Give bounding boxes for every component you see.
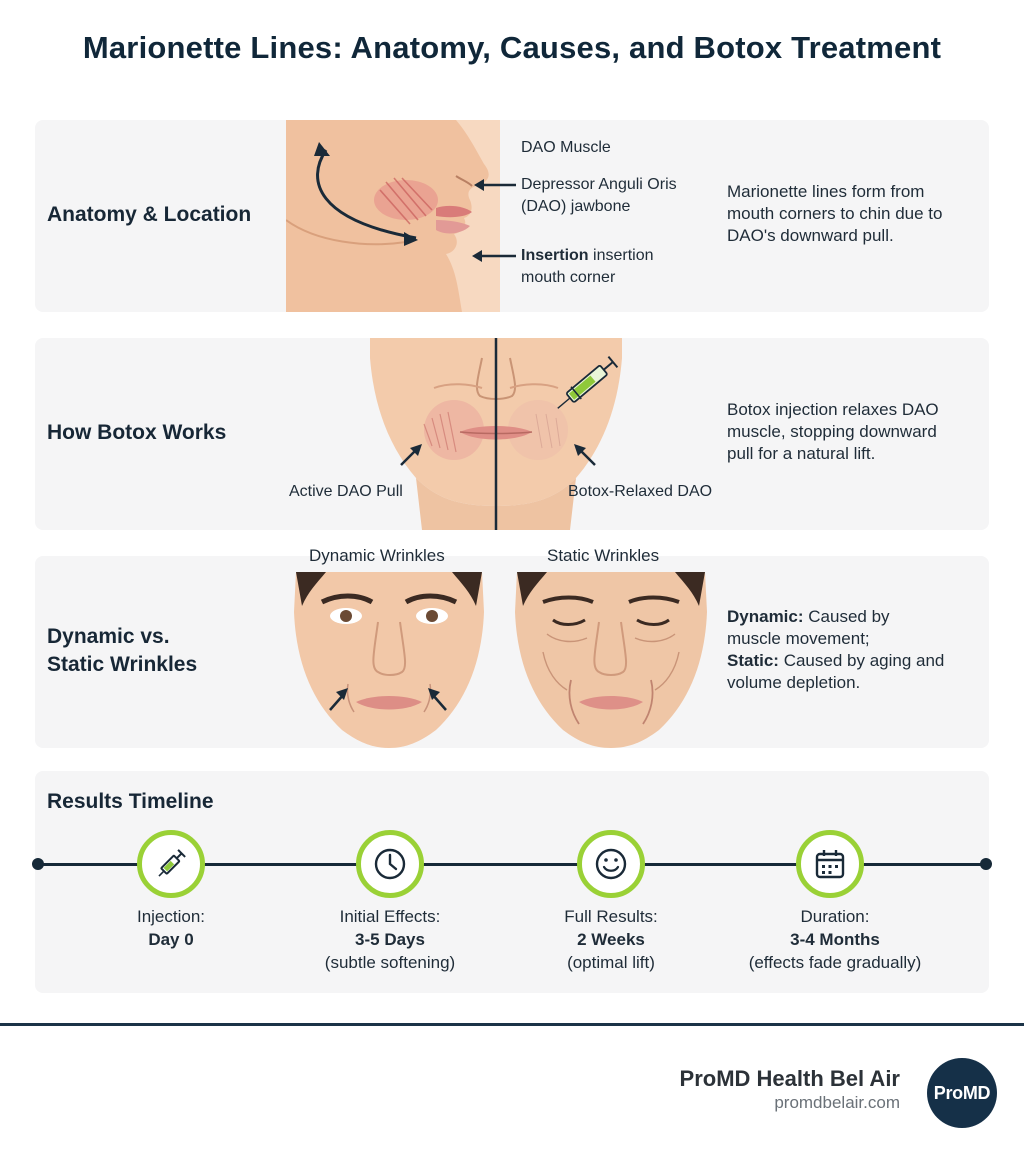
dynamic-wrinkles-caption: Dynamic Wrinkles — [309, 546, 445, 565]
timeline-end-dot — [980, 858, 992, 870]
timeline-start-dot — [32, 858, 44, 870]
timeline-step-duration — [796, 830, 864, 898]
brand-logo: ProMD — [927, 1058, 997, 1128]
brand-url[interactable]: promdbelair.com — [774, 1093, 900, 1112]
wrinkles-description: Dynamic: Caused by muscle movement; Stat… — [727, 607, 945, 692]
arrow-icon — [574, 444, 596, 466]
calendar-icon — [815, 850, 845, 879]
wrinkles-heading: Dynamic vs. Static Wrinkles — [47, 625, 198, 676]
clock-icon — [374, 848, 406, 880]
arrow-icon — [474, 179, 516, 191]
timeline-step-full — [577, 830, 645, 898]
dao-muscle-label: DAO Muscle — [521, 139, 611, 156]
syringe-icon — [158, 849, 186, 877]
static-wrinkles-caption: Static Wrinkles — [547, 546, 660, 565]
brand-block: ProMD Health Bel Air promdbelair.com — [680, 1066, 900, 1114]
timeline-step-injection-text: Injection: Day 0 — [136, 907, 206, 949]
depressor-label-line2: (DAO) jawbone — [521, 198, 631, 215]
front-face-illustration — [370, 338, 622, 530]
depressor-label-line1: Depressor Anguli Oris — [521, 176, 677, 193]
active-dao-label: Active DAO Pull — [289, 483, 403, 500]
insertion-label-line2: mouth corner — [521, 269, 616, 286]
insertion-label-line1: Insertion insertion — [521, 247, 654, 264]
timeline-step-initial — [356, 830, 424, 898]
wrinkles-panel — [35, 556, 989, 748]
dynamic-face-illustration — [286, 572, 492, 748]
botox-heading: How Botox Works — [47, 421, 227, 444]
arrow-icon — [472, 250, 516, 262]
side-profile-illustration — [286, 120, 500, 312]
anatomy-description: Marionette lines form from mouth corners… — [727, 182, 943, 245]
timeline-line — [38, 863, 986, 866]
page-title: Marionette Lines: Anatomy, Causes, and B… — [82, 30, 942, 65]
botox-description: Botox injection relaxes DAO muscle, stop… — [727, 400, 939, 463]
smiley-icon — [595, 848, 627, 880]
timeline-step-full-text: Full Results: 2 Weeks (optimal lift) — [564, 907, 658, 972]
anatomy-panel — [35, 120, 989, 312]
timeline-step-injection — [137, 830, 205, 898]
timeline-step-initial-text: Initial Effects: 3-5 Days (subtle soften… — [324, 907, 456, 972]
arrow-icon — [400, 444, 422, 466]
timeline-heading: Results Timeline — [47, 790, 214, 813]
footer-divider — [0, 1023, 1024, 1026]
timeline-step-duration-text: Duration: 3-4 Months (effects fade gradu… — [748, 907, 922, 972]
static-face-illustration — [507, 572, 715, 748]
brand-name: ProMD Health Bel Air — [679, 1066, 900, 1091]
relaxed-dao-label: Botox-Relaxed DAO — [568, 483, 713, 500]
anatomy-heading: Anatomy & Location — [47, 203, 252, 226]
